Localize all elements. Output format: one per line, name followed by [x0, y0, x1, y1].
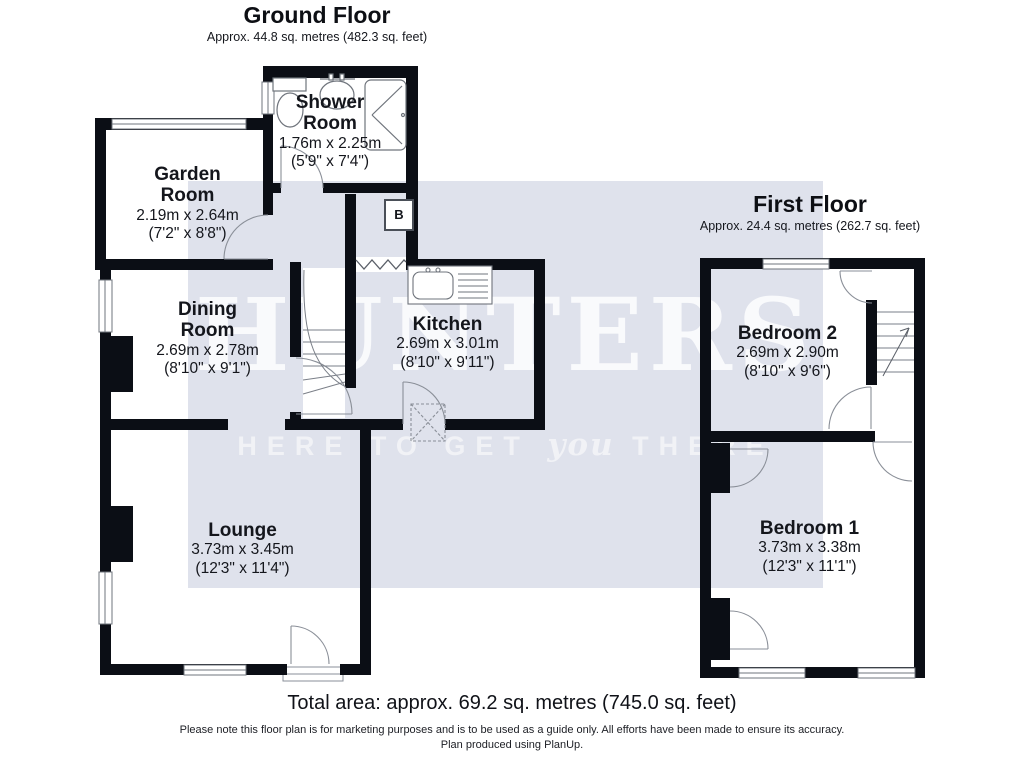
stairs-break-line: [355, 257, 407, 272]
basin-icon: [319, 73, 355, 110]
toilet-icon: [272, 77, 307, 128]
room-name: Kitchen: [412, 314, 483, 335]
ground-floor-doors: [223, 145, 446, 665]
room-dims-imperial: (5'9" x 7'4"): [290, 152, 370, 170]
landing-door: [828, 386, 872, 430]
garden-room-door: [223, 214, 269, 260]
first-floor-stairs: [877, 311, 914, 377]
footer-disclaimer: Please note this floor plan is for marke…: [179, 724, 845, 736]
room-dims-metric: 2.69m x 2.78m: [156, 341, 259, 359]
kitchen-fixtures: [407, 265, 493, 442]
ground-floor-header: Ground Floor Approx. 44.8 sq. metres (48…: [137, 2, 497, 45]
room-dims-imperial: (12'3" x 11'1"): [762, 557, 857, 575]
appliance-box: [410, 403, 446, 442]
room-dims-metric: 1.76m x 2.25m: [278, 134, 382, 152]
bedroom2-door: [839, 270, 873, 304]
room-dims-metric: 2.69m x 2.90m: [736, 344, 839, 362]
boiler-box: B: [384, 199, 414, 231]
room-dims-metric: 3.73m x 3.45m: [191, 541, 294, 559]
kitchen-sink-icon: [407, 265, 493, 305]
first-floor-area: Approx. 24.4 sq. metres (262.7 sq. feet): [699, 219, 921, 234]
first-floor-doors: [729, 270, 913, 650]
room-dims-imperial: (8'10" x 9'6"): [744, 362, 831, 380]
first-floor-plan: [700, 258, 925, 679]
first-floor-windows: [738, 258, 916, 679]
room-dims-imperial: (8'10" x 9'11"): [400, 353, 495, 371]
tagline-pre: HERE TO GET: [237, 431, 530, 461]
shower-room-door: [280, 145, 324, 189]
bedroom2-window: [762, 258, 830, 270]
lounge-side-window: [98, 571, 113, 625]
room-label-shower-room: Shower Room 1.76m x 2.25m (5'9" x 7'4"): [245, 92, 415, 171]
shower-room-window: [261, 81, 275, 115]
first-floor-title: First Floor: [753, 191, 867, 217]
lounge-front-window: [183, 664, 247, 676]
dining-room-door: [295, 357, 353, 415]
footer-produced-by: Plan produced using PlanUp.: [440, 739, 584, 752]
garden-room-window: [111, 118, 247, 130]
room-name: Bedroom 1: [759, 518, 860, 539]
ground-floor-windows: [98, 81, 275, 676]
room-label-kitchen: Kitchen 2.69m x 3.01m (8'10" x 9'11"): [360, 314, 535, 372]
stairs-direction-arrow: [882, 327, 910, 377]
ground-floor-stairs: [302, 269, 346, 395]
landing-floor: [877, 300, 914, 385]
watermark-tagline: HERE TO GET you THERE: [188, 427, 823, 463]
room-dims-imperial: (12'3" x 11'4"): [195, 559, 290, 577]
shower-room-fixtures: [272, 73, 407, 151]
shower-tray-icon: [364, 79, 407, 151]
room-dims-metric: 2.69m x 3.01m: [396, 335, 499, 353]
footer-total-area: Total area: approx. 69.2 sq. metres (745…: [287, 692, 737, 714]
room-label-lounge: Lounge 3.73m x 3.45m (12'3" x 11'4"): [155, 520, 330, 578]
room-name: Bedroom 2: [737, 323, 838, 344]
room-dims-imperial: (8'10" x 9'1"): [164, 359, 251, 377]
bedroom1-door: [872, 441, 913, 482]
room-name: Lounge: [208, 520, 277, 541]
ground-floor-plan: [95, 66, 545, 682]
bedroom1-cupboard-door-bottom: [729, 610, 769, 650]
ground-floor-title: Ground Floor: [243, 2, 391, 28]
bedroom1-window-left: [738, 667, 806, 679]
room-name: Garden Room: [154, 164, 221, 207]
room-label-garden-room: Garden Room 2.19m x 2.64m (7'2" x 8'8"): [100, 164, 275, 243]
kitchen-door: [402, 381, 446, 425]
room-dims-metric: 2.19m x 2.64m: [136, 206, 239, 224]
room-name: Shower Room: [295, 92, 365, 135]
room-dims-metric: 3.73m x 3.38m: [758, 539, 861, 557]
room-label-bedroom-2: Bedroom 2 2.69m x 2.90m (8'10" x 9'6"): [700, 323, 875, 381]
bedroom1-cupboard-door-top: [729, 448, 769, 488]
boiler-label: B: [394, 207, 404, 222]
dining-room-window: [98, 279, 113, 333]
room-label-dining-room: Dining Room 2.69m x 2.78m (8'10" x 9'1"): [120, 299, 295, 378]
room-dims-imperial: (7'2" x 8'8"): [148, 224, 227, 242]
room-name: Dining Room: [177, 299, 238, 342]
first-floor-header: First Floor Approx. 24.4 sq. metres (262…: [630, 191, 990, 234]
footer-notes: Please note this floor plan is for marke…: [112, 723, 912, 754]
stairs-floor: [303, 268, 345, 418]
tagline-script-word: you: [547, 427, 615, 463]
room-label-bedroom-1: Bedroom 1 3.73m x 3.38m (12'3" x 11'1"): [722, 518, 897, 576]
bedroom1-window-right: [857, 667, 916, 679]
front-door: [290, 625, 330, 665]
ground-floor-area: Approx. 44.8 sq. metres (482.3 sq. feet): [206, 30, 428, 45]
